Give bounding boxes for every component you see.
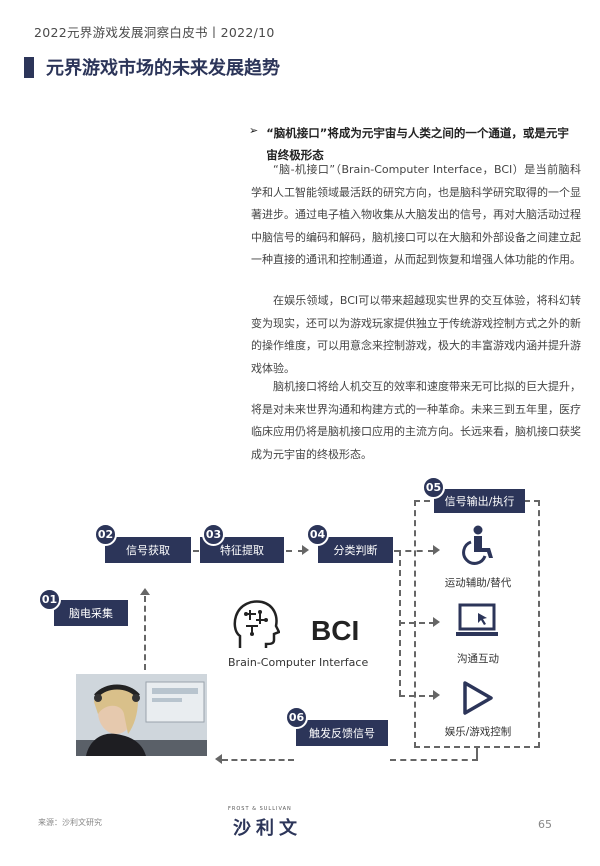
step-number: 02 <box>94 523 117 546</box>
brain-head-icon <box>233 600 280 648</box>
document-header: 2022元界游戏发展洞察白皮书丨2022/10 <box>34 25 275 40</box>
step-signal-acquire: 信号获取 <box>105 537 191 563</box>
eeg-headset-photo <box>76 674 207 756</box>
logo-subtext: FROST & SULLIVAN <box>228 806 292 812</box>
step-label: 分类判断 <box>333 544 378 557</box>
source-note: 来源：沙利文研究 <box>38 818 102 827</box>
step-number: 04 <box>306 523 329 546</box>
arrow-right-icon <box>433 545 440 555</box>
wheelchair-icon <box>462 525 493 565</box>
monitor-cursor-icon <box>456 603 498 636</box>
paragraph: 脑机接口将给人机交互的效率和速度带来无可比拟的巨大提升，将是对未来世界沟通和构建… <box>251 380 581 461</box>
paragraph: “脑-机接口”（Brain-Computer Interface，BCI）是当前… <box>251 163 581 266</box>
bullet-text: “脑机接口”将成为元宇宙与人类之间的一个通道，或是元宇宙终极形态 <box>266 126 569 162</box>
bullet-arrow-icon: ➢ <box>249 124 259 137</box>
step-signal-output: 信号输出/执行 <box>434 489 525 513</box>
step-number: 01 <box>38 588 61 611</box>
section-title: 元界游戏市场的未来发展趋势 <box>24 54 280 80</box>
connector <box>144 596 146 670</box>
output-label: 娱乐/游戏控制 <box>444 726 512 738</box>
bci-title: BCI <box>311 615 360 646</box>
step-label: 特征提取 <box>220 544 264 557</box>
arrow-right-icon <box>433 690 440 700</box>
play-icon <box>463 681 493 715</box>
bullet-heading: ➢ “脑机接口”将成为元宇宙与人类之间的一个通道，或是元宇宙终极形态 <box>249 122 579 166</box>
step-number: 06 <box>285 706 308 729</box>
arrow-up-icon <box>140 588 150 595</box>
connector <box>390 759 478 761</box>
connector <box>399 622 435 624</box>
step-number: 03 <box>202 523 225 546</box>
company-logo: 沙利文 <box>233 818 302 839</box>
step-eeg-collect: 脑电采集 <box>54 600 128 626</box>
arrow-right-icon <box>302 545 309 555</box>
connector <box>222 759 294 761</box>
step-label: 信号获取 <box>126 544 170 557</box>
output-label: 运动辅助/替代 <box>444 577 512 589</box>
arrow-right-icon <box>433 617 440 627</box>
output-label: 沟通互动 <box>457 653 499 665</box>
step-label: 触发反馈信号 <box>309 727 375 740</box>
page-number: 65 <box>538 818 552 831</box>
step-classify: 分类判断 <box>318 537 393 563</box>
connector <box>193 550 199 552</box>
connector <box>286 550 304 552</box>
connector <box>399 695 435 697</box>
title-bar <box>24 56 34 78</box>
step-feedback: 触发反馈信号 <box>296 720 388 746</box>
paragraph: 在娱乐领域，BCI可以带来超越现实世界的交互体验，将科幻转变为现实，还可以为游戏… <box>251 294 581 375</box>
step-label: 脑电采集 <box>69 607 113 620</box>
step-number: 05 <box>422 476 445 499</box>
arrow-left-icon <box>215 754 222 764</box>
connector <box>476 748 478 760</box>
section-title-text: 元界游戏市场的未来发展趋势 <box>46 58 280 79</box>
step-label: 信号输出/执行 <box>444 495 515 508</box>
bci-subtitle: Brain-Computer Interface <box>228 656 369 669</box>
